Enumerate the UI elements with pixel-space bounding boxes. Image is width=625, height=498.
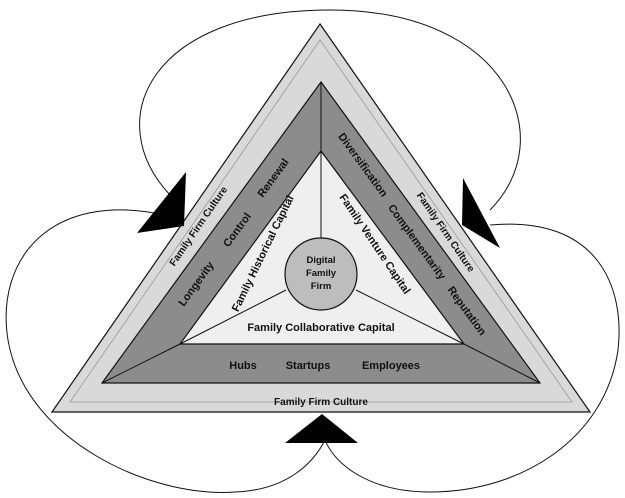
right-loop: [324, 223, 620, 493]
inner-bottom-label: Family Collaborative Capital: [247, 322, 394, 334]
middle-bottom-label-1: Hubs: [229, 360, 257, 372]
spoke-right: [355, 289, 465, 345]
top-loop: [139, 9, 521, 211]
center-label-line-2: Family: [306, 268, 337, 279]
center-label-line-3: Firm: [311, 281, 332, 292]
middle-bottom-label-3: Employees: [362, 360, 420, 372]
center-circle: [284, 237, 358, 311]
arrow-bottom: [285, 414, 358, 443]
center-label-line-1: Digital: [306, 255, 335, 266]
left-loop: [5, 209, 326, 493]
middle-bottom-label-2: Startups: [286, 360, 331, 372]
arrow-right: [462, 178, 500, 248]
connector-right: [463, 343, 541, 384]
arrow-left: [137, 172, 186, 233]
connector-left: [101, 343, 181, 384]
spoke-left: [179, 289, 287, 345]
outer-triangle-inner-edge: [69, 39, 573, 403]
outer-bottom-label: Family Firm Culture: [274, 397, 368, 408]
